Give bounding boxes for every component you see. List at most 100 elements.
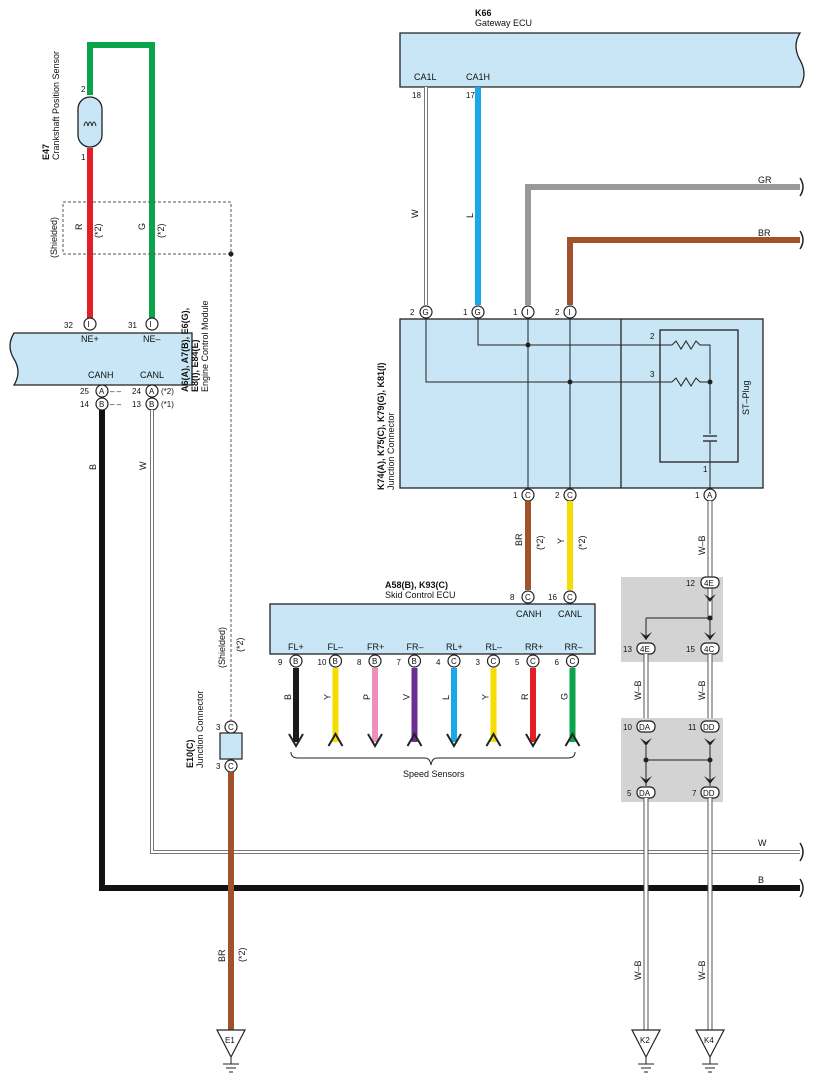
junction-e10: C 3 C 3 E10(C) Junction Connector (Shiel…: [185, 627, 247, 1030]
speed-sensor-arrow: [406, 732, 423, 747]
skid-name: Skid Control ECU: [385, 590, 456, 600]
gateway-wires: W L: [410, 87, 481, 305]
splice-12-pin: 12: [686, 579, 695, 588]
ecm-pin-24-letter: A: [149, 387, 155, 396]
skid-top-pin-letter-1: C: [525, 593, 531, 602]
skid-pin-label: RR+: [525, 642, 543, 652]
speed-sensor-arrow: [525, 733, 541, 748]
splice-10-pin: 10: [623, 723, 632, 732]
splice-top: 4E 12 4E 13 4C 15: [621, 576, 723, 662]
splice-10-conn: DA: [639, 723, 651, 732]
jc-bot-pin-num-2: 2: [555, 491, 560, 500]
note-br-jc: (*2): [535, 535, 545, 550]
skid-pin-label: RR–: [565, 642, 583, 652]
speed-sensor-arrow: [327, 732, 344, 747]
splice-7-conn: DD: [703, 789, 715, 798]
skid-top-pin-num-1: 8: [510, 593, 515, 602]
gateway-pin-ca1l: CA1L: [414, 72, 437, 82]
ecm-pin-ne-minus: NE–: [143, 334, 161, 344]
skid-pin-letter: B: [333, 657, 338, 666]
ground-k4-label: K4: [704, 1036, 714, 1045]
e10-code: E10(C): [185, 739, 195, 768]
skid-pin-letter: B: [412, 657, 417, 666]
skid-pin-label: FL–: [328, 642, 344, 652]
speed-sensors-label: Speed Sensors: [403, 769, 465, 779]
ecm-pin-13-letter: B: [149, 400, 154, 409]
skid-pin-number: 4: [436, 658, 441, 667]
skid-codes: A58(B), K93(C): [385, 580, 448, 590]
ecm-can-wires: B W W B: [88, 410, 804, 898]
splice-13-pin: 13: [623, 645, 632, 654]
ecm-codes-1: A6(A), A7(B), E6(G),: [180, 308, 190, 392]
speed-sensor-arrow: [367, 733, 383, 748]
jc-top-pin-num-4: 2: [555, 308, 560, 317]
ecm-pin-25: 25: [80, 387, 89, 396]
st-pin-3: 3: [650, 370, 655, 379]
ecm-dash-2: – –: [110, 400, 122, 409]
wire-label-b-ecm: B: [88, 464, 98, 470]
skid-top-pin-letter-2: C: [567, 593, 573, 602]
ecm-pin-32: 32: [64, 321, 73, 330]
splice-13-conn: 4E: [640, 645, 650, 654]
speed-sensor-arrow: [288, 733, 304, 748]
skid-pin-letter: C: [491, 657, 497, 666]
speed-sensor-arrow: [564, 732, 581, 747]
ecm-pin-24: 24: [132, 387, 141, 396]
gateway-pin-18: 18: [412, 91, 421, 100]
jc-bot-pin-letter-2: C: [567, 491, 573, 500]
skid-pin-label: RL–: [486, 642, 503, 652]
gateway-pin-ca1h: CA1H: [466, 72, 490, 82]
ecm-dash-1: – –: [110, 387, 122, 396]
wire-label-br-top: BR: [758, 228, 771, 238]
wb-label-4: W–B: [697, 960, 707, 980]
skid-pin-number: 9: [278, 658, 283, 667]
e10-note: (*2): [235, 637, 245, 652]
ecm-pin-ne-plus: NE+: [81, 334, 99, 344]
speed-sensor-wire-label: P: [362, 694, 372, 700]
skid-pin-number: 7: [397, 658, 402, 667]
st-pin-1: 1: [703, 465, 708, 474]
skid-top-pin-num-2: 16: [548, 593, 557, 602]
speed-sensor-wire-label: B: [283, 694, 293, 700]
jc-top-pin-letter-3: I: [527, 308, 529, 317]
gateway-ecu: K66 Gateway ECU CA1L CA1H 18 17: [399, 8, 805, 100]
sensor-pin-1: 1: [81, 153, 86, 162]
ecm-pin-14: 14: [80, 400, 89, 409]
speed-sensor-wire-label: R: [520, 693, 530, 700]
splice-15-pin: 15: [686, 645, 695, 654]
sensor-pin-2: 2: [81, 85, 86, 94]
ground-k4: K4: [695, 1029, 725, 1073]
wire-label-br-jc: BR: [514, 533, 524, 546]
jc-top-pin-num-3: 1: [513, 308, 518, 317]
skid-pin-number: 6: [555, 658, 560, 667]
ecm-codes-2: E8(I), E84(E): [190, 339, 200, 392]
wb-label-2: W–B: [697, 680, 707, 700]
gateway-ecu-code: K66: [475, 8, 492, 18]
sensor-code: E47: [41, 144, 51, 160]
skid-pin-letter: C: [570, 657, 576, 666]
skid-pin-number: 8: [357, 658, 362, 667]
e10-pin3-letter: C: [228, 723, 234, 732]
e10-pin3: 3: [216, 723, 221, 732]
jc-top-pin-num-1: 2: [410, 308, 415, 317]
splice-5-pin: 5: [627, 789, 632, 798]
ecm-pin-31: 31: [128, 321, 137, 330]
shield-label-top: (Shielded): [49, 217, 59, 258]
wire-label-r: R: [74, 223, 84, 230]
skid-pin-label: RL+: [446, 642, 463, 652]
splice-5-conn: DA: [639, 789, 651, 798]
wire-label-br-e1: BR: [217, 949, 227, 962]
splice-wires-mid: W–B W–B: [633, 654, 713, 722]
jc-top-pin-letter-2: G: [475, 308, 481, 317]
wire-label-w-ecm: W: [138, 461, 148, 470]
jc-bot-pin-num-3: 1: [695, 491, 700, 500]
skid-pin-label: FR–: [407, 642, 424, 652]
st-pin-2: 2: [650, 332, 655, 341]
ecm-name: Engine Control Module: [200, 300, 210, 392]
